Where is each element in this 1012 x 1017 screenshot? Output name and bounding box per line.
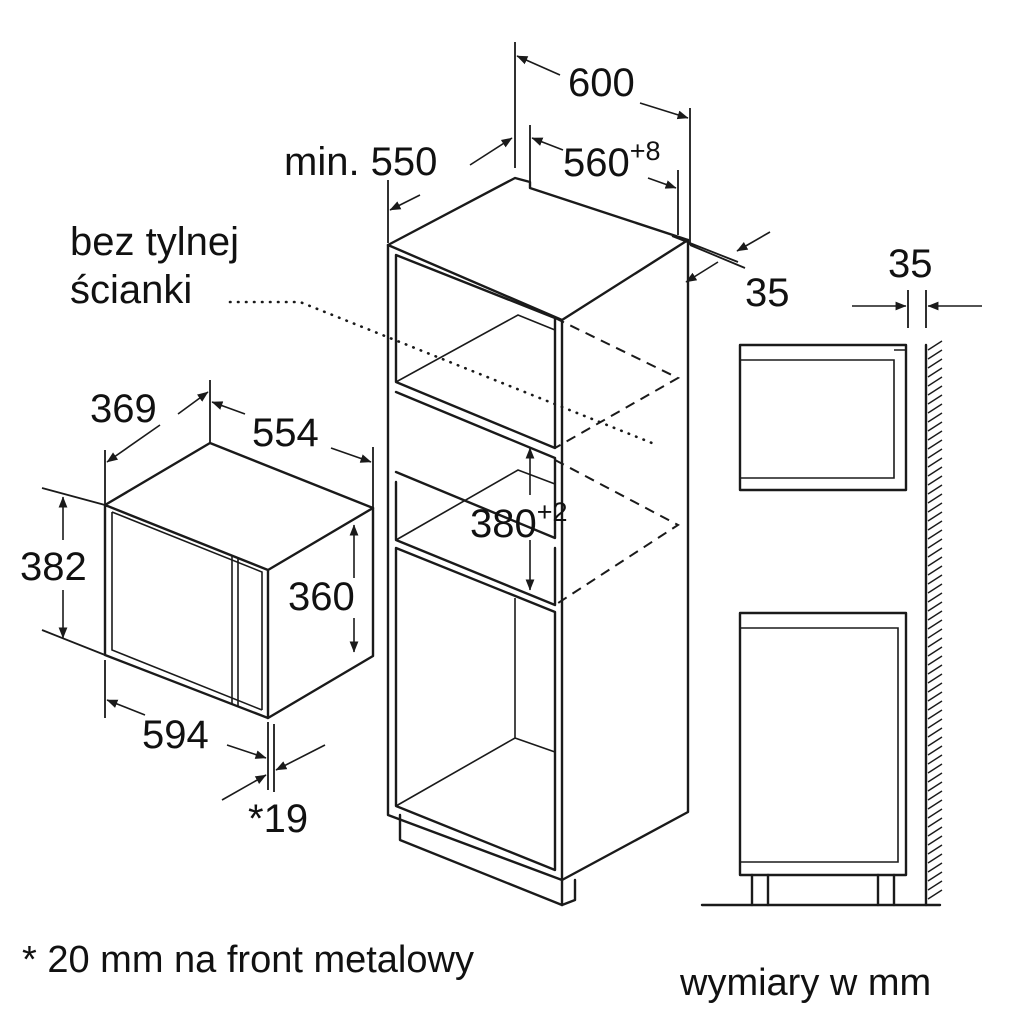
hatch-line <box>927 349 943 360</box>
label-mw-depth: 369 <box>90 387 157 431</box>
dimension-labels: 600 min. 550 560+8 35 35 369 554 382 360… <box>20 61 933 841</box>
hatch-line <box>927 502 943 513</box>
hatch-line <box>927 565 943 576</box>
hatch-line <box>927 826 943 837</box>
label-mw-cab-height: 360 <box>288 575 355 619</box>
hatch-line <box>927 853 943 864</box>
hatch-line <box>927 745 943 756</box>
hatch-line <box>927 583 943 594</box>
hatch-line <box>927 628 943 639</box>
hatch-line <box>927 340 943 351</box>
hatch-line <box>927 691 943 702</box>
hatch-line <box>927 421 943 432</box>
hatch-line <box>927 493 943 504</box>
label-niche-width: 560+8 <box>563 136 661 185</box>
hatch-line <box>927 619 943 630</box>
label-tall-width: 600 <box>568 61 635 105</box>
hatch-line <box>927 529 943 540</box>
note-labels: bez tylnej ścianki * 20 mm na front meta… <box>22 220 931 1004</box>
hatch-line <box>927 556 943 567</box>
tall-cabinet-drawing <box>228 42 746 907</box>
hatch-line <box>927 763 943 774</box>
hatch-line <box>927 808 943 819</box>
label-front-thickness: *19 <box>248 797 308 841</box>
hatch-line <box>927 673 943 684</box>
hatch-line <box>927 862 943 873</box>
hatch-line <box>927 475 943 486</box>
hatch-line <box>927 790 943 801</box>
hatch-line <box>927 637 943 648</box>
hatch-line <box>927 880 943 891</box>
hatch-line <box>927 871 943 882</box>
hatch-line <box>927 592 943 603</box>
microwave-dimension-arrows <box>58 391 372 801</box>
hatch-line <box>927 358 943 369</box>
hatch-line <box>927 367 943 378</box>
hatch-line <box>927 772 943 783</box>
hatch-line <box>927 682 943 693</box>
label-no-back-line2: ścianki <box>70 268 192 312</box>
label-no-back-line1: bez tylnej <box>70 220 239 264</box>
hatch-line <box>927 394 943 405</box>
hatch-line <box>927 700 943 711</box>
label-min-depth: min. 550 <box>284 140 437 184</box>
hatch-line <box>927 547 943 558</box>
hatch-line <box>927 376 943 387</box>
label-side-rear-gap: 35 <box>888 242 933 286</box>
hatch-line <box>927 817 943 828</box>
hatch-line <box>927 412 943 423</box>
hatch-line <box>927 781 943 792</box>
label-mw-width: 594 <box>142 713 209 757</box>
label-mw-height: 382 <box>20 545 87 589</box>
hatch-line <box>927 538 943 549</box>
hatch-line <box>927 709 943 720</box>
hatch-line <box>927 403 943 414</box>
hatch-line <box>927 511 943 522</box>
hatch-line <box>927 385 943 396</box>
hatch-line <box>927 430 943 441</box>
hatch-line <box>927 610 943 621</box>
cabinet-dimension-arrows <box>389 55 771 591</box>
hatch-line <box>927 736 943 747</box>
microwave-drawing <box>41 380 375 792</box>
footnote: * 20 mm na front metalowy <box>22 939 474 981</box>
hatch-line <box>927 844 943 855</box>
hatch-line <box>927 448 943 459</box>
hatch-line <box>927 646 943 657</box>
hatch-line <box>927 718 943 729</box>
hatch-line <box>927 457 943 468</box>
hatch-line <box>927 601 943 612</box>
hatch-line <box>927 889 943 900</box>
wall-hatching <box>927 340 943 900</box>
hatch-line <box>927 439 943 450</box>
hatch-line <box>927 727 943 738</box>
label-mw-cab-width: 554 <box>252 411 319 455</box>
hatch-line <box>927 835 943 846</box>
hatch-line <box>927 655 943 666</box>
hatch-line <box>927 574 943 585</box>
hatch-line <box>927 466 943 477</box>
hatch-line <box>927 664 943 675</box>
hatch-line <box>927 799 943 810</box>
hatch-line <box>927 484 943 495</box>
units-note: wymiary w mm <box>679 962 931 1004</box>
side-view-drawing <box>700 290 942 907</box>
hatch-line <box>927 754 943 765</box>
label-rear-gap: 35 <box>745 271 790 315</box>
hatch-line <box>927 520 943 531</box>
label-niche-height: 380+2 <box>470 497 568 546</box>
